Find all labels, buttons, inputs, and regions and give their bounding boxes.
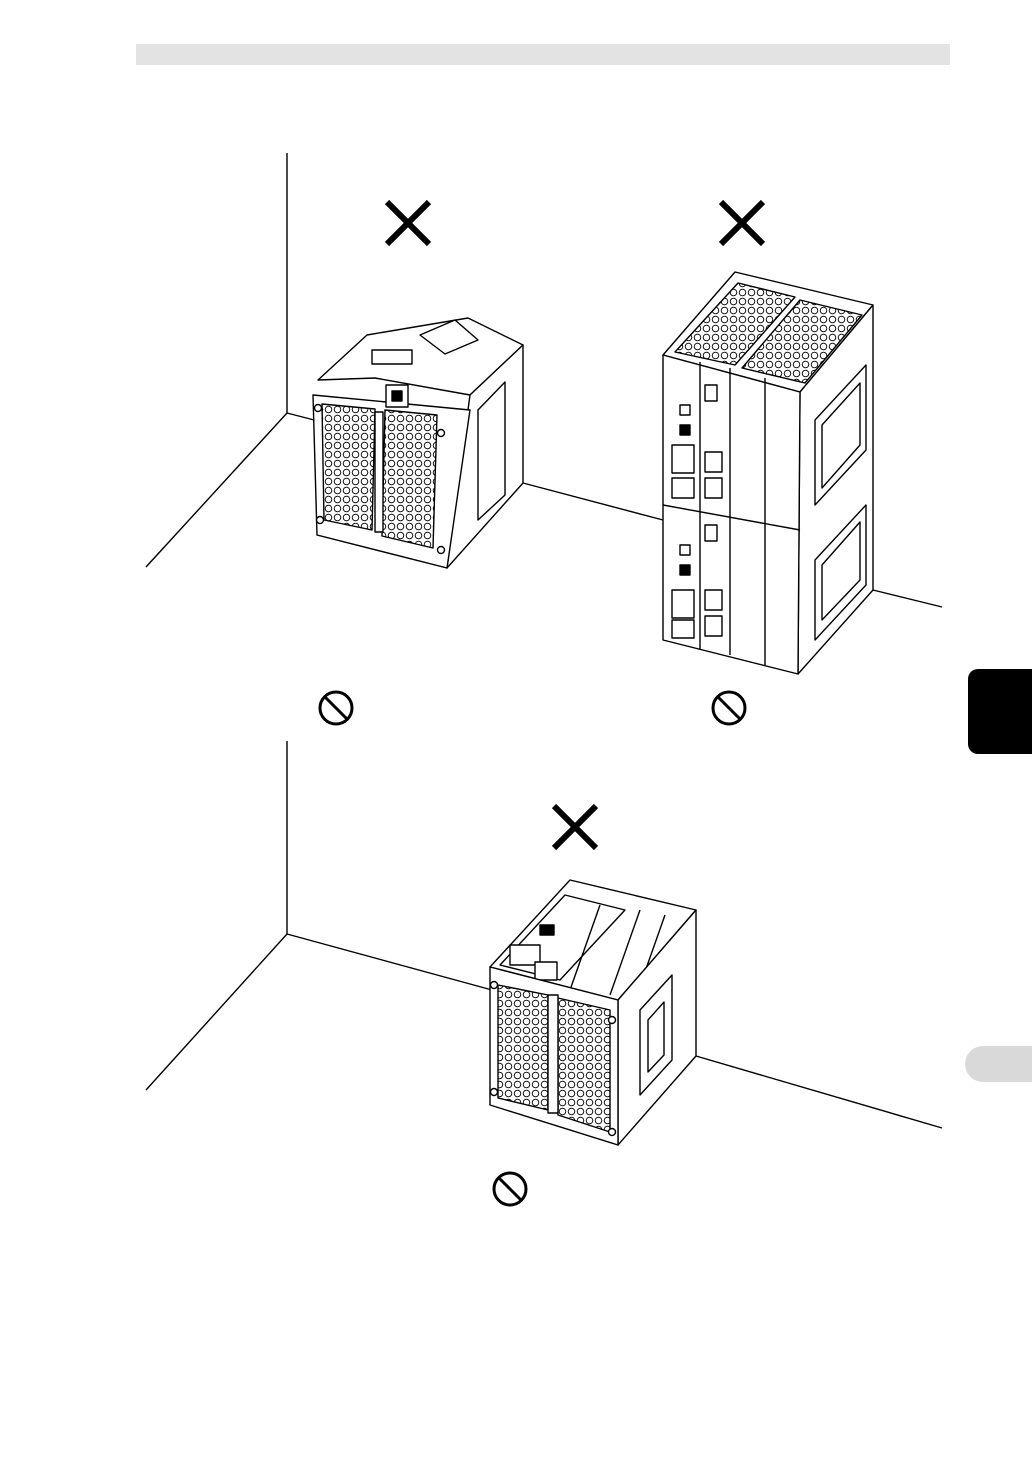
prohibited-sign-icon (713, 692, 745, 724)
cross-mark-icon (721, 202, 763, 244)
power-supply-unit-rear-view (313, 318, 523, 568)
prohibited-sign-icon (320, 692, 352, 724)
cross-mark-icon (387, 202, 429, 244)
module-tilted (490, 880, 696, 1145)
stacked-modules (663, 272, 873, 674)
prohibited-sign-icon (494, 1173, 526, 1205)
cross-mark-icon (554, 806, 596, 848)
